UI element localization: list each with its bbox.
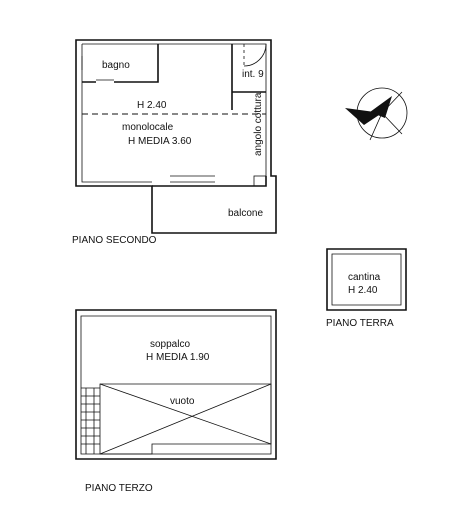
room-label-interno: int. 9 (242, 69, 264, 80)
soppalco-outer-wall (75, 309, 277, 460)
vuoto-cross-2 (99, 383, 272, 455)
room-label-angolo-cottura: angolo cottura (253, 92, 264, 156)
room-label-height-avg: H MEDIA 3.60 (128, 136, 192, 147)
floor-title-secondo: PIANO SECONDO (72, 235, 157, 246)
balcony-wall (152, 176, 267, 187)
room-label-monolocale: monolocale (122, 122, 174, 133)
cantina-wall-inner (331, 253, 402, 306)
soppalco-inner-wall (80, 315, 272, 455)
vuoto-cross-1 (99, 383, 272, 445)
entrance-door-swing (243, 43, 267, 67)
stairs (81, 387, 100, 454)
floor-title-terzo: PIANO TERZO (85, 483, 153, 494)
soppalco-height-label: H MEDIA 1.90 (146, 352, 210, 363)
room-label-vuoto: vuoto (170, 396, 195, 407)
room-label-bagno: bagno (102, 60, 130, 71)
entrance-wall (231, 44, 266, 110)
kitchen-block (253, 175, 267, 187)
bagno-wall (82, 44, 159, 83)
room-label-cantina: cantina (348, 272, 381, 283)
floor-title-terra: PIANO TERRA (326, 318, 394, 329)
cantina-wall (326, 248, 407, 311)
piano-secondo-plan (75, 39, 277, 234)
height-label: H 2.40 (137, 100, 167, 111)
compass-rose-icon (345, 87, 408, 141)
piano-terzo-plan (75, 309, 277, 460)
room-label-balcone: balcone (228, 208, 263, 219)
room-label-soppalco: soppalco (150, 339, 190, 350)
piano-terra-plan (326, 248, 407, 311)
cantina-height-label: H 2.40 (348, 285, 378, 296)
